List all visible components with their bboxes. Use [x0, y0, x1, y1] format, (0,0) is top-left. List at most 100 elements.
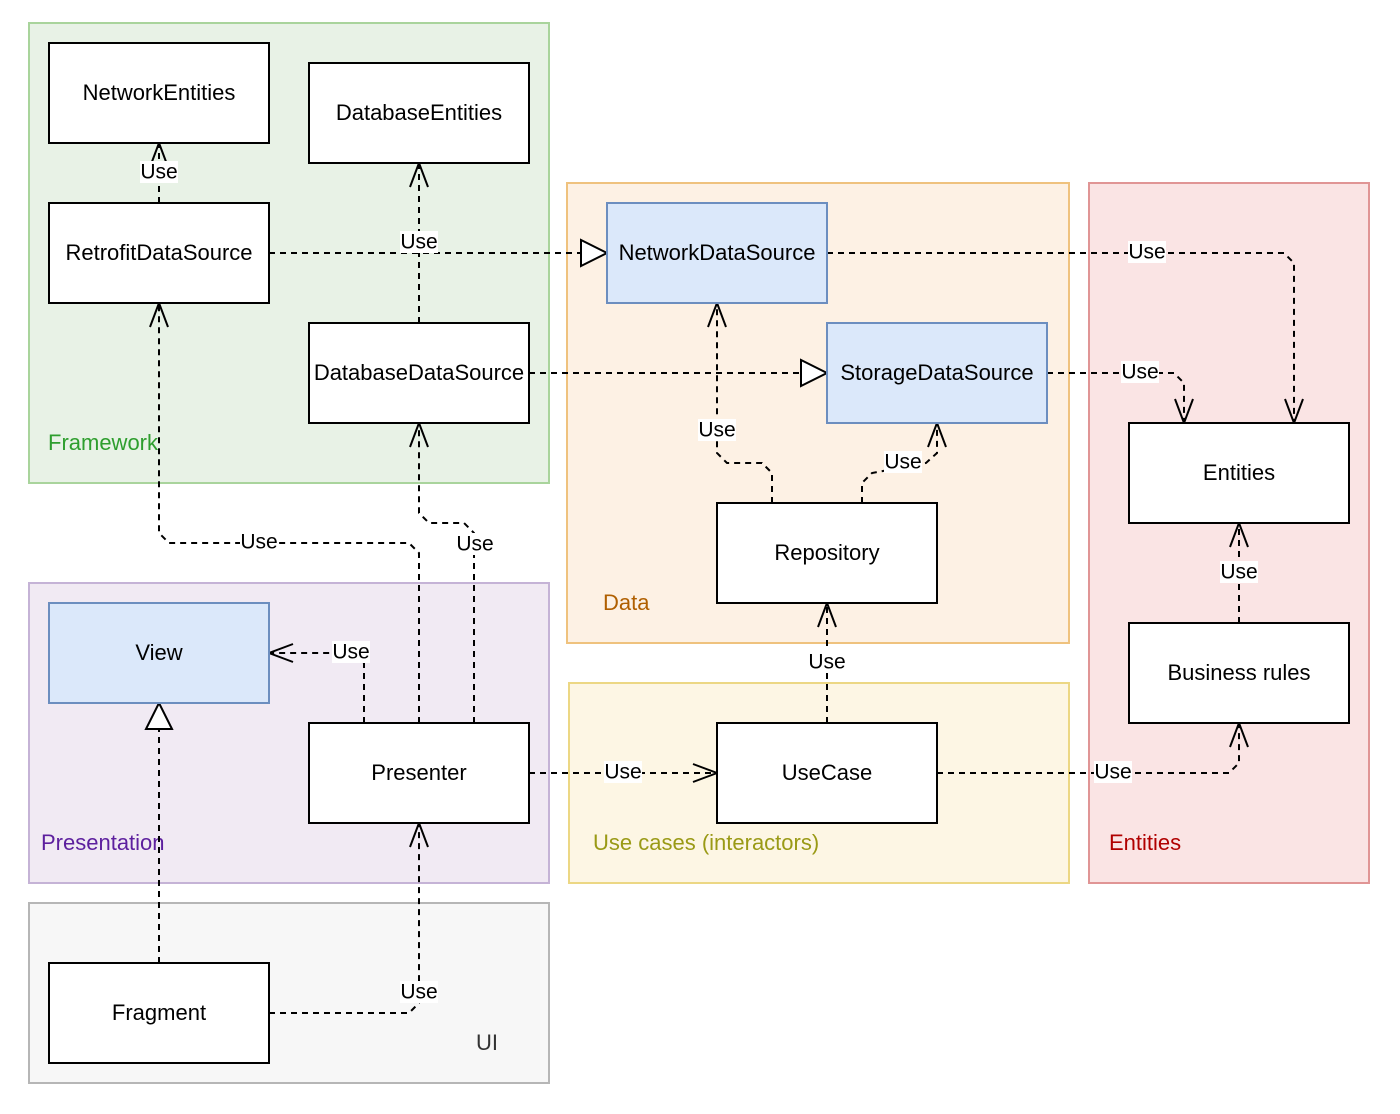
node-presenter-label: Presenter	[371, 760, 466, 785]
node-database-entities-box[interactable]	[308, 62, 530, 164]
node-business-rules-label: Business rules	[1167, 660, 1310, 685]
node-database-entities[interactable]: DatabaseEntities	[308, 62, 530, 164]
node-presenter[interactable]: Presenter	[308, 722, 530, 824]
node-retrofit-data-source-box[interactable]	[48, 202, 270, 304]
edge-line	[418, 423, 475, 723]
edge-label-background	[808, 651, 846, 673]
edge-label-text: Use	[884, 451, 921, 474]
node-network-data-source-box[interactable]	[606, 202, 828, 304]
group-usecases-label: Use cases (interactors)	[593, 830, 819, 855]
edge-label-presenter-to-use-case: Use	[604, 761, 642, 784]
edge-label-background	[400, 981, 438, 1003]
edge-label-storage-data-source-to-entities: Use	[1121, 361, 1159, 384]
edge-label-text: Use	[1220, 561, 1257, 584]
inheritance-arrowhead	[144, 700, 174, 730]
node-fragment-label: Fragment	[112, 1000, 206, 1025]
group-entities-label: Entities	[1109, 830, 1181, 855]
edge-line	[937, 723, 1240, 774]
node-network-data-source[interactable]: NetworkDataSource	[606, 202, 828, 304]
edge-database-data-source-to-storage-data-source	[529, 358, 830, 388]
edge-label-background	[1220, 561, 1258, 583]
edge-label-background	[140, 161, 178, 183]
group-ui-label: UI	[476, 1030, 498, 1055]
edge-label-text: Use	[140, 161, 177, 184]
edge-label-text: Use	[240, 531, 277, 554]
node-repository[interactable]: Repository	[716, 502, 938, 604]
node-database-entities-label: DatabaseEntities	[336, 100, 502, 125]
edge-label-retrofit-data-source-to-network-entities: Use	[140, 161, 178, 184]
edge-label-text: Use	[400, 981, 437, 1004]
edge-label-text: Use	[698, 419, 735, 442]
edge-label-background	[1121, 361, 1159, 383]
node-use-case-label: UseCase	[782, 760, 872, 785]
edge-label-background	[1128, 241, 1166, 263]
node-entities[interactable]: Entities	[1128, 422, 1350, 524]
node-use-case-box[interactable]	[716, 722, 938, 824]
node-retrofit-data-source[interactable]: RetrofitDataSource	[48, 202, 270, 304]
group-entities-box	[1088, 182, 1370, 884]
inheritance-arrowhead	[800, 358, 830, 388]
node-network-entities[interactable]: NetworkEntities	[48, 42, 270, 144]
edge-label-presenter-to-view: Use	[332, 641, 370, 664]
edge-label-text: Use	[1094, 761, 1131, 784]
node-presenter-box[interactable]	[308, 722, 530, 824]
edge-label-background	[698, 419, 736, 441]
edge-label-background	[240, 531, 278, 553]
edge-label-text: Use	[808, 651, 845, 674]
node-storage-data-source-label: StorageDataSource	[840, 360, 1033, 385]
edge-label-use-case-to-business-rules: Use	[1094, 761, 1132, 784]
edge-line	[1047, 372, 1185, 423]
node-use-case[interactable]: UseCase	[716, 722, 938, 824]
node-business-rules-box[interactable]	[1128, 622, 1350, 724]
node-repository-box[interactable]	[716, 502, 938, 604]
node-entities-label: Entities	[1203, 460, 1275, 485]
node-fragment[interactable]: Fragment	[48, 962, 270, 1064]
group-presentation-label: Presentation	[41, 830, 165, 855]
edge-label-repository-to-network-data-source: Use	[698, 419, 736, 442]
edge-label-repository-to-storage-data-source: Use	[884, 451, 922, 474]
node-view[interactable]: View	[48, 602, 270, 704]
node-network-data-source-label: NetworkDataSource	[619, 240, 816, 265]
edge-label-fragment-to-presenter: Use	[400, 981, 438, 1004]
nodes-layer: NetworkEntitiesDatabaseEntitiesRetrofitD…	[48, 42, 1350, 1064]
node-view-label: View	[135, 640, 182, 665]
node-database-data-source-box[interactable]	[308, 322, 530, 424]
node-view-box[interactable]	[48, 602, 270, 704]
edge-label-text: Use	[456, 533, 493, 556]
node-network-entities-box[interactable]	[48, 42, 270, 144]
edge-label-presenter-to-database-data-source: Use	[456, 533, 494, 556]
node-business-rules[interactable]: Business rules	[1128, 622, 1350, 724]
edge-label-background	[400, 231, 438, 253]
edge-label-text: Use	[1121, 361, 1158, 384]
edge-line	[716, 303, 773, 503]
node-storage-data-source-box[interactable]	[826, 322, 1048, 424]
edge-line	[861, 423, 938, 503]
edge-label-text: Use	[400, 231, 437, 254]
node-network-entities-label: NetworkEntities	[83, 80, 236, 105]
group-framework-label: Framework	[48, 430, 159, 455]
edge-label-background	[884, 451, 922, 473]
edge-fragment-to-view	[144, 700, 174, 963]
node-database-data-source[interactable]: DatabaseDataSource	[308, 322, 530, 424]
node-storage-data-source[interactable]: StorageDataSource	[826, 322, 1048, 424]
edge-label-text: Use	[1128, 241, 1165, 264]
edge-label-business-rules-to-entities: Use	[1220, 561, 1258, 584]
edge-label-background	[332, 641, 370, 663]
edge-line	[269, 823, 420, 1014]
edge-label-background	[1094, 761, 1132, 783]
group-entities: Entities	[1088, 182, 1370, 884]
node-database-data-source-label: DatabaseDataSource	[314, 360, 524, 385]
node-fragment-box[interactable]	[48, 962, 270, 1064]
inheritance-arrowhead	[580, 238, 610, 268]
node-repository-label: Repository	[774, 540, 879, 565]
edge-line	[158, 303, 420, 723]
node-entities-box[interactable]	[1128, 422, 1350, 524]
edge-label-database-data-source-to-database-entities: Use	[400, 231, 438, 254]
edge-label-text: Use	[604, 761, 641, 784]
edge-label-background	[604, 761, 642, 783]
group-data-label: Data	[603, 590, 650, 615]
edge-label-presenter-to-retrofit-data-source: Use	[240, 531, 278, 554]
